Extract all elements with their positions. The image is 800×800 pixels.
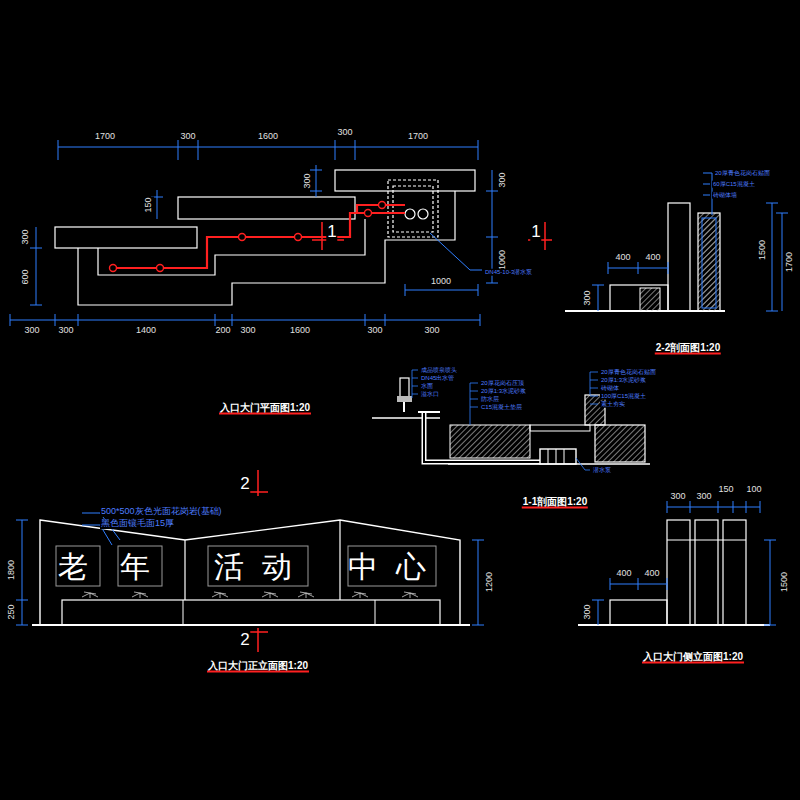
dimension-number: 300 [498, 171, 508, 188]
callout-text: 60厚C15混凝土 [712, 181, 756, 188]
dimension-number: 400 [614, 253, 631, 263]
dimension-number: 600 [21, 268, 31, 285]
callout-text: C15混凝土垫层 [480, 404, 523, 411]
dimension-number: 300 [669, 492, 686, 502]
dimension-number: 300 [366, 326, 383, 336]
dimension-number: 300 [57, 326, 74, 336]
dimension-number: 400 [615, 569, 632, 579]
dimension-number: 150 [717, 485, 734, 495]
section-1-1 [372, 370, 650, 470]
dimension-number: 400 [643, 569, 660, 579]
callout-text: 溢水口 [420, 391, 440, 398]
sign-character: 年 [111, 550, 169, 583]
front-elevation [16, 470, 484, 652]
drawing-title: 2-2剖面图1:20 [655, 342, 721, 355]
section-2-2 [565, 173, 788, 311]
callout-text: DN45出水管 [420, 375, 455, 382]
dimension-number: 300 [21, 228, 31, 245]
drawing-title: 1-1剖面图1:20 [522, 496, 588, 509]
callout-text: 砖砌体 [600, 385, 620, 392]
callout-text: 500*500灰色光面花岗岩(基础) [100, 507, 223, 517]
drawing-title: 入口大门正立面图1:20 [207, 660, 309, 673]
section-marks [312, 222, 552, 250]
dimension-number: 100 [745, 485, 762, 495]
dimension-number: 1700 [407, 132, 429, 142]
dimension-lines [10, 140, 498, 326]
dimension-number: 400 [644, 253, 661, 263]
dimension-number: 1500 [780, 571, 790, 593]
sign-character: 老 [49, 550, 107, 583]
drawing-title: 入口大门侧立面图1:20 [642, 651, 744, 664]
dimension-number: 300 [23, 326, 40, 336]
plan-view [55, 170, 475, 305]
dimension-number: 1400 [135, 326, 157, 336]
callout-text: 黑色面镶毛面15厚 [100, 519, 175, 529]
callout-text: 成品喷泉喷头 [420, 367, 458, 374]
callout-text: 砖砌体墙 [712, 192, 738, 199]
callout-text: 素土夯实 [600, 401, 626, 408]
dimension-number: 1500 [758, 239, 768, 261]
dimension-number: 1600 [289, 326, 311, 336]
callout-text: 防水层 [480, 396, 500, 403]
callout-text: DN45-10-3潜水泵 [484, 269, 533, 276]
callout-text: 20厚花岗石压顶 [480, 380, 525, 387]
dimension-number: 300 [695, 492, 712, 502]
sign-character: 活动 [205, 550, 311, 583]
drawing-title: 入口大门平面图1:20 [219, 402, 311, 415]
dimension-number: 300 [239, 326, 256, 336]
dimension-number: 1700 [94, 132, 116, 142]
dimension-number: 300 [423, 326, 440, 336]
dimension-number: 150 [144, 196, 154, 213]
dimension-number: 300 [303, 172, 313, 189]
section-mark: 2 [239, 475, 250, 494]
callout-text: 20厚青色花岗石贴面 [600, 369, 657, 376]
dimension-number: 250 [7, 603, 17, 620]
dimension-number: 300 [583, 603, 593, 620]
dimension-number: 1000 [498, 249, 508, 271]
dimension-number: 1600 [257, 132, 279, 142]
callout-text: 20厚1:3水泥砂浆 [480, 388, 527, 395]
dimension-number: 300 [179, 132, 196, 142]
callout-text: 20厚青色花岗石贴面 [714, 170, 771, 177]
dimension-number: 1700 [785, 251, 795, 273]
callout-text: 20厚1:3水泥砂浆 [600, 377, 647, 384]
dimension-number: 200 [214, 326, 231, 336]
dimension-number: 1200 [485, 571, 495, 593]
callout-text: 100厚C15混凝土 [600, 393, 647, 400]
section-mark: 2 [239, 631, 250, 650]
callout-text: 潜水泵 [592, 467, 612, 474]
side-elevation [578, 501, 776, 625]
section-mark: 1 [530, 223, 541, 242]
dimension-number: 1800 [7, 559, 17, 581]
sign-character: 中心 [339, 550, 445, 583]
dimension-number: 300 [583, 289, 593, 306]
section-mark: 1 [326, 223, 337, 242]
dimension-number: 1000 [430, 277, 452, 287]
callout-text: 水面 [420, 383, 434, 390]
dimension-number: 300 [336, 128, 353, 138]
